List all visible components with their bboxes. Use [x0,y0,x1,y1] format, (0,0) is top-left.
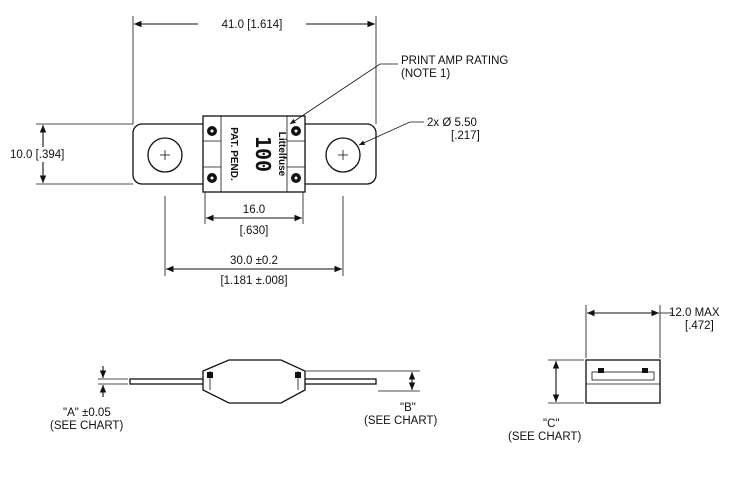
rating-text: 100 [251,136,275,172]
width-label: 10.0 [.394] [10,149,64,161]
a-label: "A" ±0.05 [63,407,111,419]
a-sub-label: (SEE CHART) [50,420,123,432]
hole-dia-in-label: [.217] [451,130,480,142]
hole-spacing-in-label: [1.181 ±.008] [220,275,287,287]
overall-length-label: 41.0 [1.614] [222,19,283,31]
end-view: 12.0 MAX [.472] "C" (SEE CHART) [508,305,720,443]
hole-spacing-label: 30.0 ±0.2 [230,255,278,267]
c-sub-label: (SEE CHART) [508,431,581,443]
b-sub-label: (SEE CHART) [364,415,437,427]
side-body [202,359,306,404]
max-height-label: 12.0 MAX [669,307,720,319]
body-length-in-label: [.630] [240,225,269,237]
print-rating-label: PRINT AMP RATING [401,55,508,67]
max-height-in-label: [.472] [685,320,714,332]
b-label: "B" [400,402,416,414]
body-length-label: 16.0 [243,204,265,216]
fuse-body [202,115,306,193]
end-body [585,359,661,404]
hole-dia-label: 2x Ø 5.50 [427,117,477,129]
side-view: "A" ±0.05 (SEE CHART) "B" (SEE CHART) [50,359,437,432]
top-view: PAT. PEND. 100 Littelfuse 41.0 [1.614] 1… [4,16,508,287]
pat-pend-text: PAT. PEND. [228,127,239,181]
brand-text: Littelfuse [276,132,287,177]
print-rating-note: (NOTE 1) [401,68,450,80]
c-label: "C" [543,418,559,430]
